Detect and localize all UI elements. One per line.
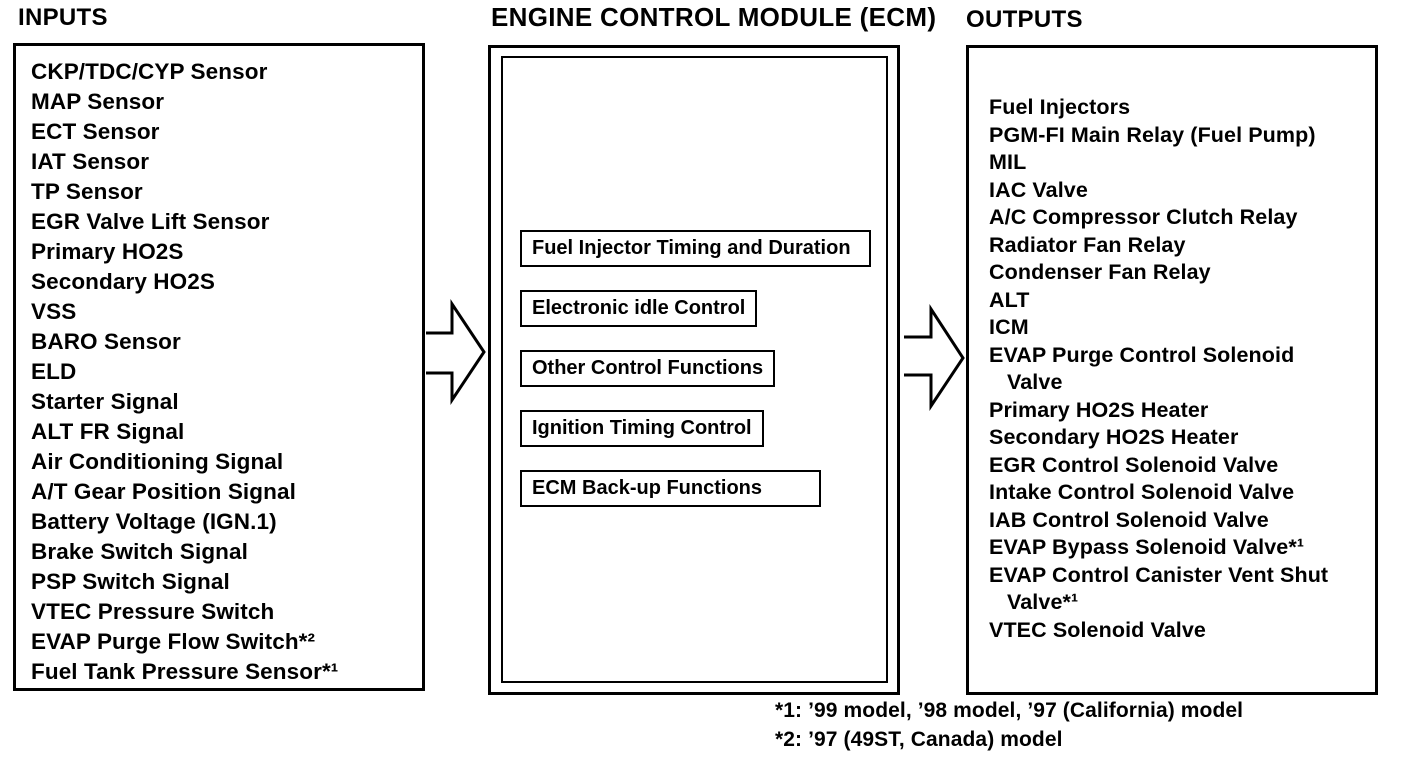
input-item: EVAP Purge Flow Switch*²	[31, 629, 316, 654]
input-item: TP Sensor	[31, 179, 143, 204]
input-item: PSP Switch Signal	[31, 569, 230, 594]
input-item: CKP/TDC/CYP Sensor	[31, 59, 268, 84]
output-item: Primary HO2S Heater	[989, 397, 1209, 422]
input-item: ECT Sensor	[31, 119, 160, 144]
output-item: ICM	[989, 315, 1029, 339]
input-item: BARO Sensor	[31, 329, 181, 354]
input-item: MAP Sensor	[31, 89, 165, 114]
ecm-function-box: Electronic idle Control	[520, 290, 758, 327]
output-item: EVAP Purge Control Solenoid Valve	[989, 342, 1295, 395]
input-item: IAT Sensor	[31, 149, 150, 174]
input-item: Secondary HO2S	[31, 269, 215, 294]
input-item: Primary HO2S	[31, 239, 184, 264]
output-item: A/C Compressor Clutch Relay	[989, 205, 1298, 229]
input-item: Fuel Tank Pressure Sensor*¹	[31, 659, 339, 684]
ecm-title: ENGINE CONTROL MODULE (ECM)	[491, 2, 937, 32]
input-item: VTEC Pressure Switch	[31, 599, 275, 624]
outputs-title: OUTPUTS	[966, 6, 1083, 33]
input-item: VSS	[31, 299, 77, 324]
footnotes: *1: ’99 model, ’98 model, ’97 (Californi…	[775, 697, 1243, 754]
ecm-function-box: Fuel Injector Timing and Duration	[520, 230, 871, 267]
inputs-title: INPUTS	[18, 4, 108, 31]
output-item: Fuel Injectors	[989, 95, 1131, 119]
input-item: Battery Voltage (IGN.1)	[31, 509, 277, 534]
output-item: Secondary HO2S Heater	[989, 425, 1239, 449]
output-item: Intake Control Solenoid Valve	[989, 480, 1295, 504]
output-item: IAB Control Solenoid Valve	[989, 507, 1269, 532]
output-item: Condenser Fan Relay	[989, 260, 1211, 284]
input-item: ELD	[31, 359, 77, 384]
ecm-function-box: Ignition Timing Control	[520, 410, 764, 447]
inputs-to-ecm-arrow-icon	[426, 299, 486, 405]
ecm-function-box: Other Control Functions	[520, 350, 776, 387]
input-item: ALT FR Signal	[31, 419, 185, 444]
input-item: EGR Valve Lift Sensor	[31, 209, 270, 234]
output-item: EVAP Bypass Solenoid Valve*¹	[989, 535, 1305, 559]
output-item: IAC Valve	[989, 177, 1088, 202]
output-item: PGM-FI Main Relay (Fuel Pump)	[989, 122, 1316, 147]
output-item: ALT	[989, 287, 1030, 312]
footnote-line: *2: ’97 (49ST, Canada) model	[775, 727, 1063, 751]
output-item: VTEC Solenoid Valve	[989, 617, 1206, 642]
output-item: Radiator Fan Relay	[989, 232, 1186, 257]
output-item: EGR Control Solenoid Valve	[989, 452, 1279, 477]
ecm-function-box: ECM Back-up Functions	[520, 470, 821, 507]
input-item: Brake Switch Signal	[31, 539, 248, 564]
output-item: EVAP Control Canister Vent Shut Valve*¹	[989, 562, 1329, 615]
input-item: A/T Gear Position Signal	[31, 479, 296, 504]
ecm-to-outputs-arrow-icon	[904, 303, 965, 411]
input-item: Starter Signal	[31, 389, 179, 414]
output-item: MIL	[989, 150, 1027, 174]
footnote-line: *1: ’99 model, ’98 model, ’97 (Californi…	[775, 699, 1244, 722]
input-item: Air Conditioning Signal	[31, 449, 284, 474]
